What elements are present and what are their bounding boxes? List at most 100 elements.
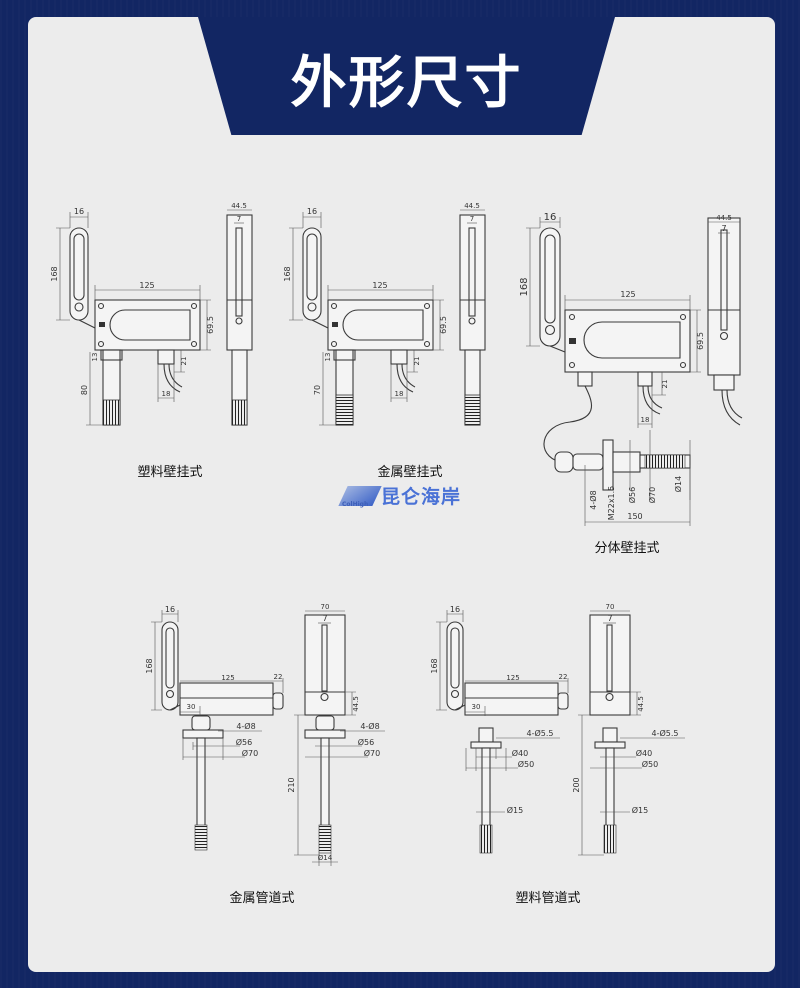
drawing-outline: [190, 302, 198, 310]
drawing-outline: [459, 214, 486, 351]
drawing-outline: [306, 233, 318, 301]
dim-antenna-width: 16: [307, 207, 317, 216]
dim-side-d50: Ø50: [642, 759, 658, 769]
page-title: 外形尺寸: [290, 51, 523, 116]
dim-side-rod: 7: [607, 614, 612, 623]
dim-side-width: 70: [321, 603, 330, 611]
drawing-outline: [78, 319, 96, 329]
dimension-line: [465, 748, 518, 771]
drawing-outline: [470, 741, 502, 749]
dimension-line: [157, 364, 175, 402]
dim-side-d40: Ø40: [636, 748, 652, 758]
cable-gland: [157, 349, 175, 365]
drawing-outline: [231, 399, 248, 426]
drawing-outline: [97, 302, 105, 310]
display-window: [109, 309, 191, 341]
drawing-outline: [321, 624, 328, 692]
drawing-outline: [450, 627, 460, 689]
drawing-outline: [572, 453, 604, 471]
dim-side-holes: 4-Ø5.5: [652, 728, 679, 738]
dim-d56: Ø56: [627, 487, 637, 503]
dimension-line: [637, 386, 653, 428]
drawing-outline: [450, 689, 460, 699]
dim-body-width: 125: [506, 674, 519, 682]
dimension-line: [433, 299, 444, 351]
caption-wall-metal: 金属壁挂式: [377, 464, 442, 480]
drawing-outline: [335, 394, 354, 426]
drawing-outline: [330, 340, 338, 348]
dim-body-width: 125: [372, 281, 387, 290]
dim-d14: Ø14: [673, 476, 683, 492]
dim-body-width: 125: [139, 281, 154, 290]
caption-wall-split: 分体壁挂式: [594, 541, 659, 556]
dim-antenna-width: 16: [544, 212, 557, 223]
drawing-outline: [544, 324, 556, 336]
caption-wall-plastic: 塑料壁挂式: [137, 465, 202, 480]
drawing-outline: [568, 361, 576, 369]
drawing-outline: [182, 729, 224, 739]
dim-thread: M22x1.5: [607, 486, 616, 521]
drawing-outline: [707, 217, 741, 376]
drawing-outline: [720, 229, 728, 331]
dim-probe-length: 200: [572, 777, 581, 792]
drawing-outline: [612, 451, 641, 473]
dim-gap: 13: [324, 353, 332, 362]
dim-antenna-width: 16: [165, 605, 175, 614]
dim-gland-height: 21: [180, 357, 188, 366]
dimension-line: [151, 621, 162, 711]
front-view: 16 168 125 69.5 70 13 21 18: [283, 207, 448, 426]
dim-body-width: 125: [620, 290, 635, 299]
dimension-line: [436, 621, 447, 711]
dimension-line: [630, 691, 641, 716]
drawing-outline: [272, 692, 284, 710]
drawing-outline: [318, 824, 332, 854]
dim-gland-height: 21: [661, 380, 669, 389]
drawing-outline: [74, 302, 84, 312]
front-view: 16 168 125 69.5 80 13 21 18: [50, 207, 215, 426]
drawing-outline: [161, 621, 179, 711]
drawing-outline: [605, 692, 614, 702]
dimension-line: [86, 352, 103, 426]
dim-antenna-width: 16: [450, 605, 460, 614]
dimension-line: [407, 350, 418, 373]
dimension-line: [192, 742, 240, 750]
dim-gland-width: 18: [162, 390, 171, 398]
drawing-outline: [100, 349, 123, 361]
dim-gland-width: 22: [274, 673, 283, 681]
dim-gland-width: 18: [395, 390, 404, 398]
drawing-outline: [169, 704, 181, 711]
drawing-outline: [73, 233, 85, 301]
drawing-outline: [163, 363, 183, 393]
dimension-line: [294, 714, 320, 856]
dim-d40: Ø40: [512, 748, 528, 758]
dim-antenna-width: 16: [74, 207, 84, 216]
dimension-line: [319, 352, 336, 426]
dim-body-width: 125: [221, 674, 234, 682]
dim-side-width: 70: [606, 603, 615, 611]
dim-antenna-height: 168: [283, 266, 292, 281]
dim-side-d70: Ø70: [364, 748, 380, 758]
drawing-outline: [194, 824, 208, 851]
dimension-line: [475, 748, 512, 771]
dim-side-rod: 7: [322, 614, 327, 623]
drawing-outline: [99, 322, 105, 327]
content-panel: [28, 17, 775, 972]
dim-body-height: 69.5: [696, 332, 705, 350]
dimension-line: [690, 309, 701, 373]
dimension-line: [302, 212, 322, 228]
drawing-outline: [165, 689, 175, 699]
drawing-outline: [557, 692, 569, 710]
dimension-line: [161, 610, 179, 622]
drawing-outline: [165, 627, 175, 689]
duct-plastic-drawing: 16 168 125 22 30 4-Ø5.5 Ø40 Ø50 Ø15 70 7: [430, 603, 685, 856]
side-view: 44.5 7: [459, 202, 486, 426]
drawing-outline: [226, 214, 253, 351]
drawing-outline: [396, 363, 416, 393]
drawing-outline: [327, 299, 434, 351]
dimension-line: [69, 212, 89, 228]
drawing-outline: [333, 349, 356, 361]
dim-probe-length: 70: [313, 385, 322, 395]
dim-side-width: 44.5: [231, 202, 247, 210]
drawing-outline: [568, 313, 576, 321]
logo-text-cn: 昆仑海岸: [381, 486, 462, 508]
